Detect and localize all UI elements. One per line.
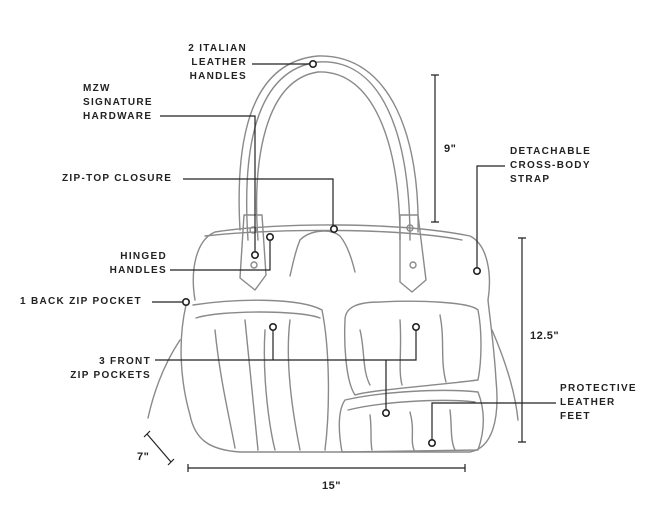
bag-top xyxy=(192,224,491,301)
handle-front xyxy=(238,55,419,233)
label-line: HINGED xyxy=(120,251,167,262)
label-line: 3 FRONT xyxy=(99,356,151,367)
dim-line-depth xyxy=(143,430,175,466)
label-line: 1 BACK ZIP POCKET xyxy=(20,296,142,307)
hinge-right xyxy=(399,214,427,293)
label-line: HARDWARE xyxy=(83,111,153,122)
pocket-right-top xyxy=(344,300,482,396)
label-line: HANDLES xyxy=(189,71,247,82)
label-line: 2 ITALIAN xyxy=(188,43,247,54)
dim-depth: 7" xyxy=(137,451,150,463)
label-line: LEATHER xyxy=(560,397,616,408)
label-line: FEET xyxy=(560,411,591,422)
label-line: STRAP xyxy=(510,174,551,185)
label-line: SIGNATURE xyxy=(83,97,153,108)
dim-height: 12.5" xyxy=(530,330,560,342)
label-hinged-handles: HINGED HANDLES xyxy=(110,250,167,278)
bag-body xyxy=(180,299,498,453)
dim-line-height xyxy=(518,237,526,443)
label-line: MZW xyxy=(83,83,111,94)
pocket-left xyxy=(192,299,330,451)
label-zip-top-closure: ZIP-TOP CLOSURE xyxy=(62,172,172,186)
label-cross-body-strap: DETACHABLE CROSS-BODY STRAP xyxy=(510,145,591,187)
hinge-left xyxy=(239,214,267,291)
pocket-right-bottom xyxy=(338,389,484,453)
dim-handle-drop: 9" xyxy=(444,143,457,155)
label-line: PROTECTIVE xyxy=(560,383,637,394)
callout-lines xyxy=(143,63,556,472)
label-line: ZIP-TOP CLOSURE xyxy=(62,173,173,184)
dim-width: 15" xyxy=(322,480,341,492)
label-signature-hardware: MZW SIGNATURE HARDWARE xyxy=(83,82,153,124)
dim-line-handle xyxy=(431,74,439,223)
label-line: HANDLES xyxy=(109,265,167,276)
dim-line-width xyxy=(187,464,466,472)
bag-sketch xyxy=(147,55,519,453)
label-back-zip-pocket: 1 BACK ZIP POCKET xyxy=(20,295,142,309)
label-line: DETACHABLE xyxy=(510,146,592,157)
label-italian-leather-handles: 2 ITALIAN LEATHER HANDLES xyxy=(188,42,247,84)
label-front-zip-pockets: 3 FRONT ZIP POCKETS xyxy=(70,355,151,383)
callout-dots xyxy=(182,59,481,447)
label-protective-feet: PROTECTIVE LEATHER FEET xyxy=(560,382,637,424)
label-line: CROSS-BODY xyxy=(510,160,591,171)
label-line: ZIP POCKETS xyxy=(70,370,151,381)
handle-back xyxy=(246,61,411,241)
label-line: LEATHER xyxy=(191,57,247,68)
